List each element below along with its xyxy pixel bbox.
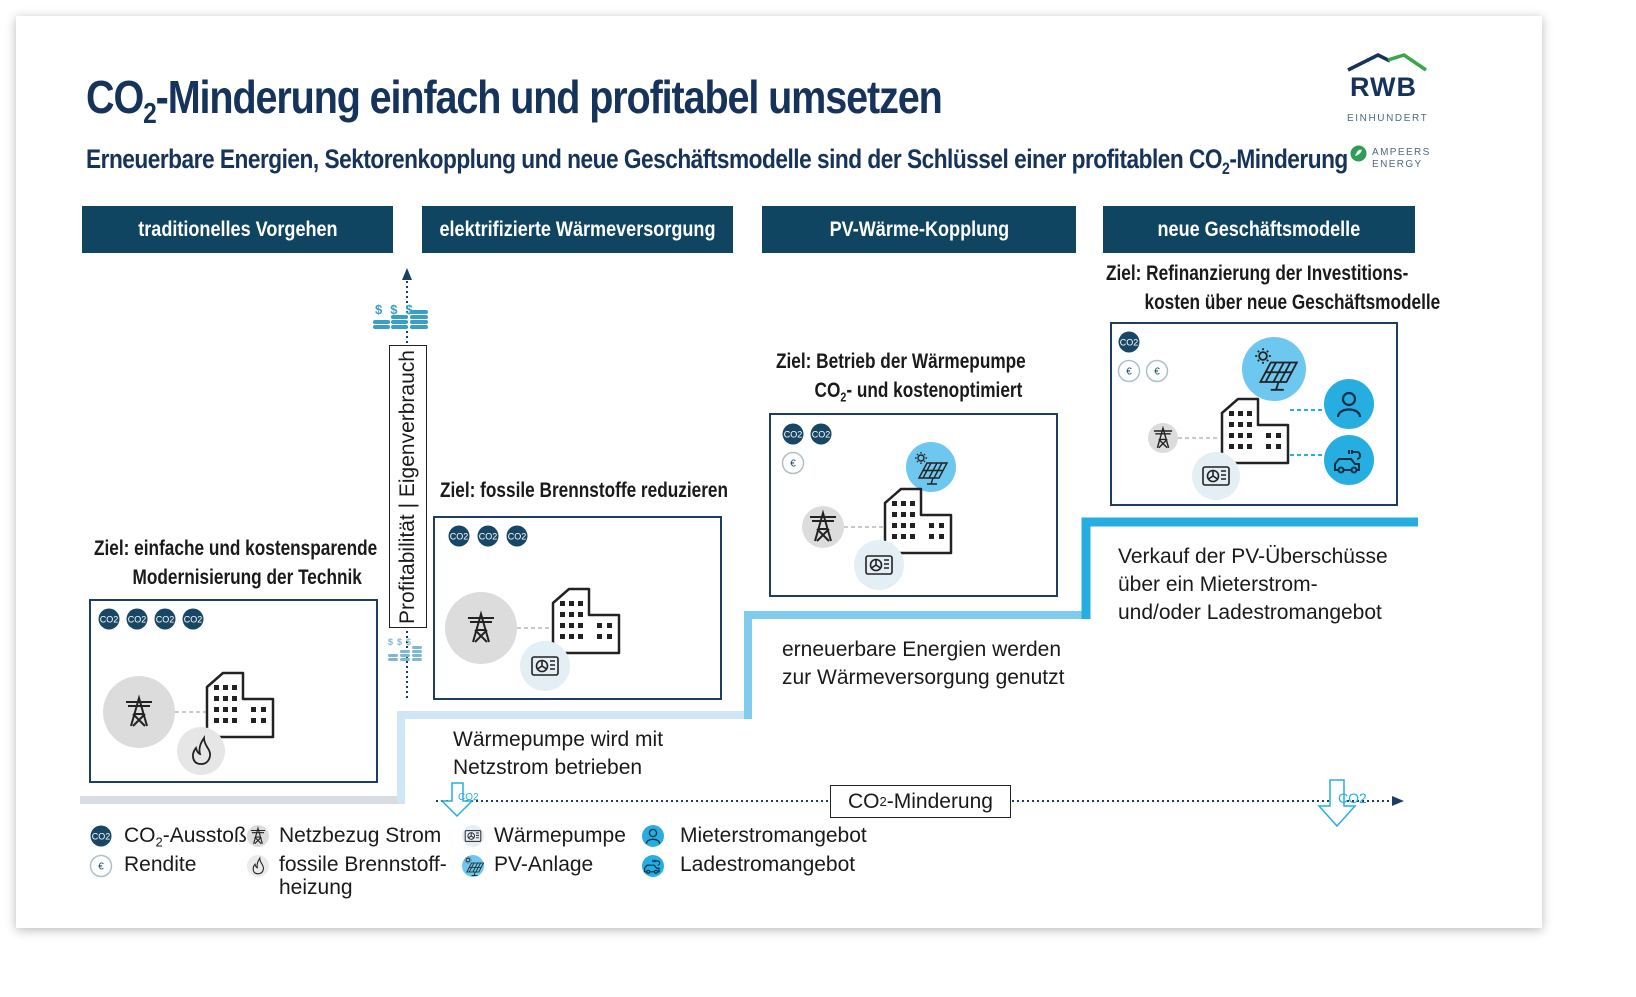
co2-badge [1118,331,1140,353]
pv-circle [906,442,956,492]
co2-badge [448,525,470,547]
profitability-axis-label: Profitabilität | Eigenverbrauch [389,345,427,628]
co2-badge [477,525,499,547]
step-3-line [744,611,1088,719]
stage-header-3: PV-Wärme-Kopplung [762,206,1076,253]
stage-4-scene-box [1110,322,1398,506]
profit-axis-arrow [402,268,412,280]
coins-large-icon [373,310,428,329]
building-icon [551,587,621,655]
grid-power-circle [445,592,517,664]
legend-euro-icon [89,854,113,878]
legend-charging-label: Ladestromangebot [680,853,856,876]
legend-pv-label: PV-Anlage [494,853,594,876]
ampeers-leaf-icon [1350,145,1367,162]
page-title: CO2-Minderung einfach und profitabel ums… [86,71,943,130]
rwb-logo: RWB [1350,72,1417,102]
einhundert-logo: EINHUNDERT [1347,113,1429,124]
euro-badge [1145,359,1169,383]
euro-badge [781,451,805,475]
stage-4-goal: Ziel: Refinanzierung der Investitions-ko… [1106,262,1441,314]
building-icon [883,487,953,555]
fossil-heating-circle [177,727,225,775]
building-icon [1220,397,1290,465]
co2-badge [182,608,204,630]
coins-small-icon [388,646,422,661]
co2-badge [154,608,176,630]
co2-badge [782,423,804,445]
stage-header-1: traditionelles Vorgehen [82,206,393,253]
heat-pump-circle [1192,452,1240,500]
co2-badge [506,525,528,547]
stage-header-4: neue Geschäftsmodelle [1103,206,1415,253]
co2-badge [126,608,148,630]
co2-arrow-label-small: CO2 [458,792,479,803]
building-icon [205,671,275,739]
co2-arrow-label-large: CO2 [1338,790,1367,806]
dollar-signs-large: $$$ [375,302,421,317]
legend-co2-icon [90,825,112,847]
stage-2-scene-box [433,516,722,700]
step-4-line [1081,517,1418,619]
heat-pump-circle [520,641,570,691]
rwb-roof-icon [1347,53,1427,72]
legend-tenant-label: Mieterstromangebot [680,824,867,847]
euro-badge [1117,359,1141,383]
legend-heatpump-label: Wärmepumpe [494,824,626,847]
legend-icons [89,825,664,878]
stage-1-scene-box [89,599,378,783]
heat-pump-circle [854,540,904,590]
co2-badge [98,608,120,630]
co2-down-arrow-large [1317,779,1357,828]
step-2-line [397,711,750,804]
stage-header-2: elektrifizierte Wärmeversorgung [422,206,733,253]
legend-grid-label: Netzbezug Strom [279,824,442,847]
co2-badge [810,423,832,445]
co2-axis-arrow [1392,796,1404,806]
co2-down-arrow-small [440,782,474,818]
stage-3-scene-box [769,413,1058,597]
pv-circle [1242,337,1306,401]
page-subtitle: Erneuerbare Energien, Sektorenkopplung u… [86,144,1348,178]
legend-co2-label: CO2-Ausstoß [124,824,247,850]
legend-fossil-label: fossile Brennstoff-heizung [279,853,447,899]
stage-2-goal: Ziel: fossile Brennstoffe reduzieren [440,479,729,502]
legend-return-label: Rendite [124,853,197,876]
dollar-signs-small: $$$ [388,637,416,647]
grid-power-circle [103,676,175,748]
